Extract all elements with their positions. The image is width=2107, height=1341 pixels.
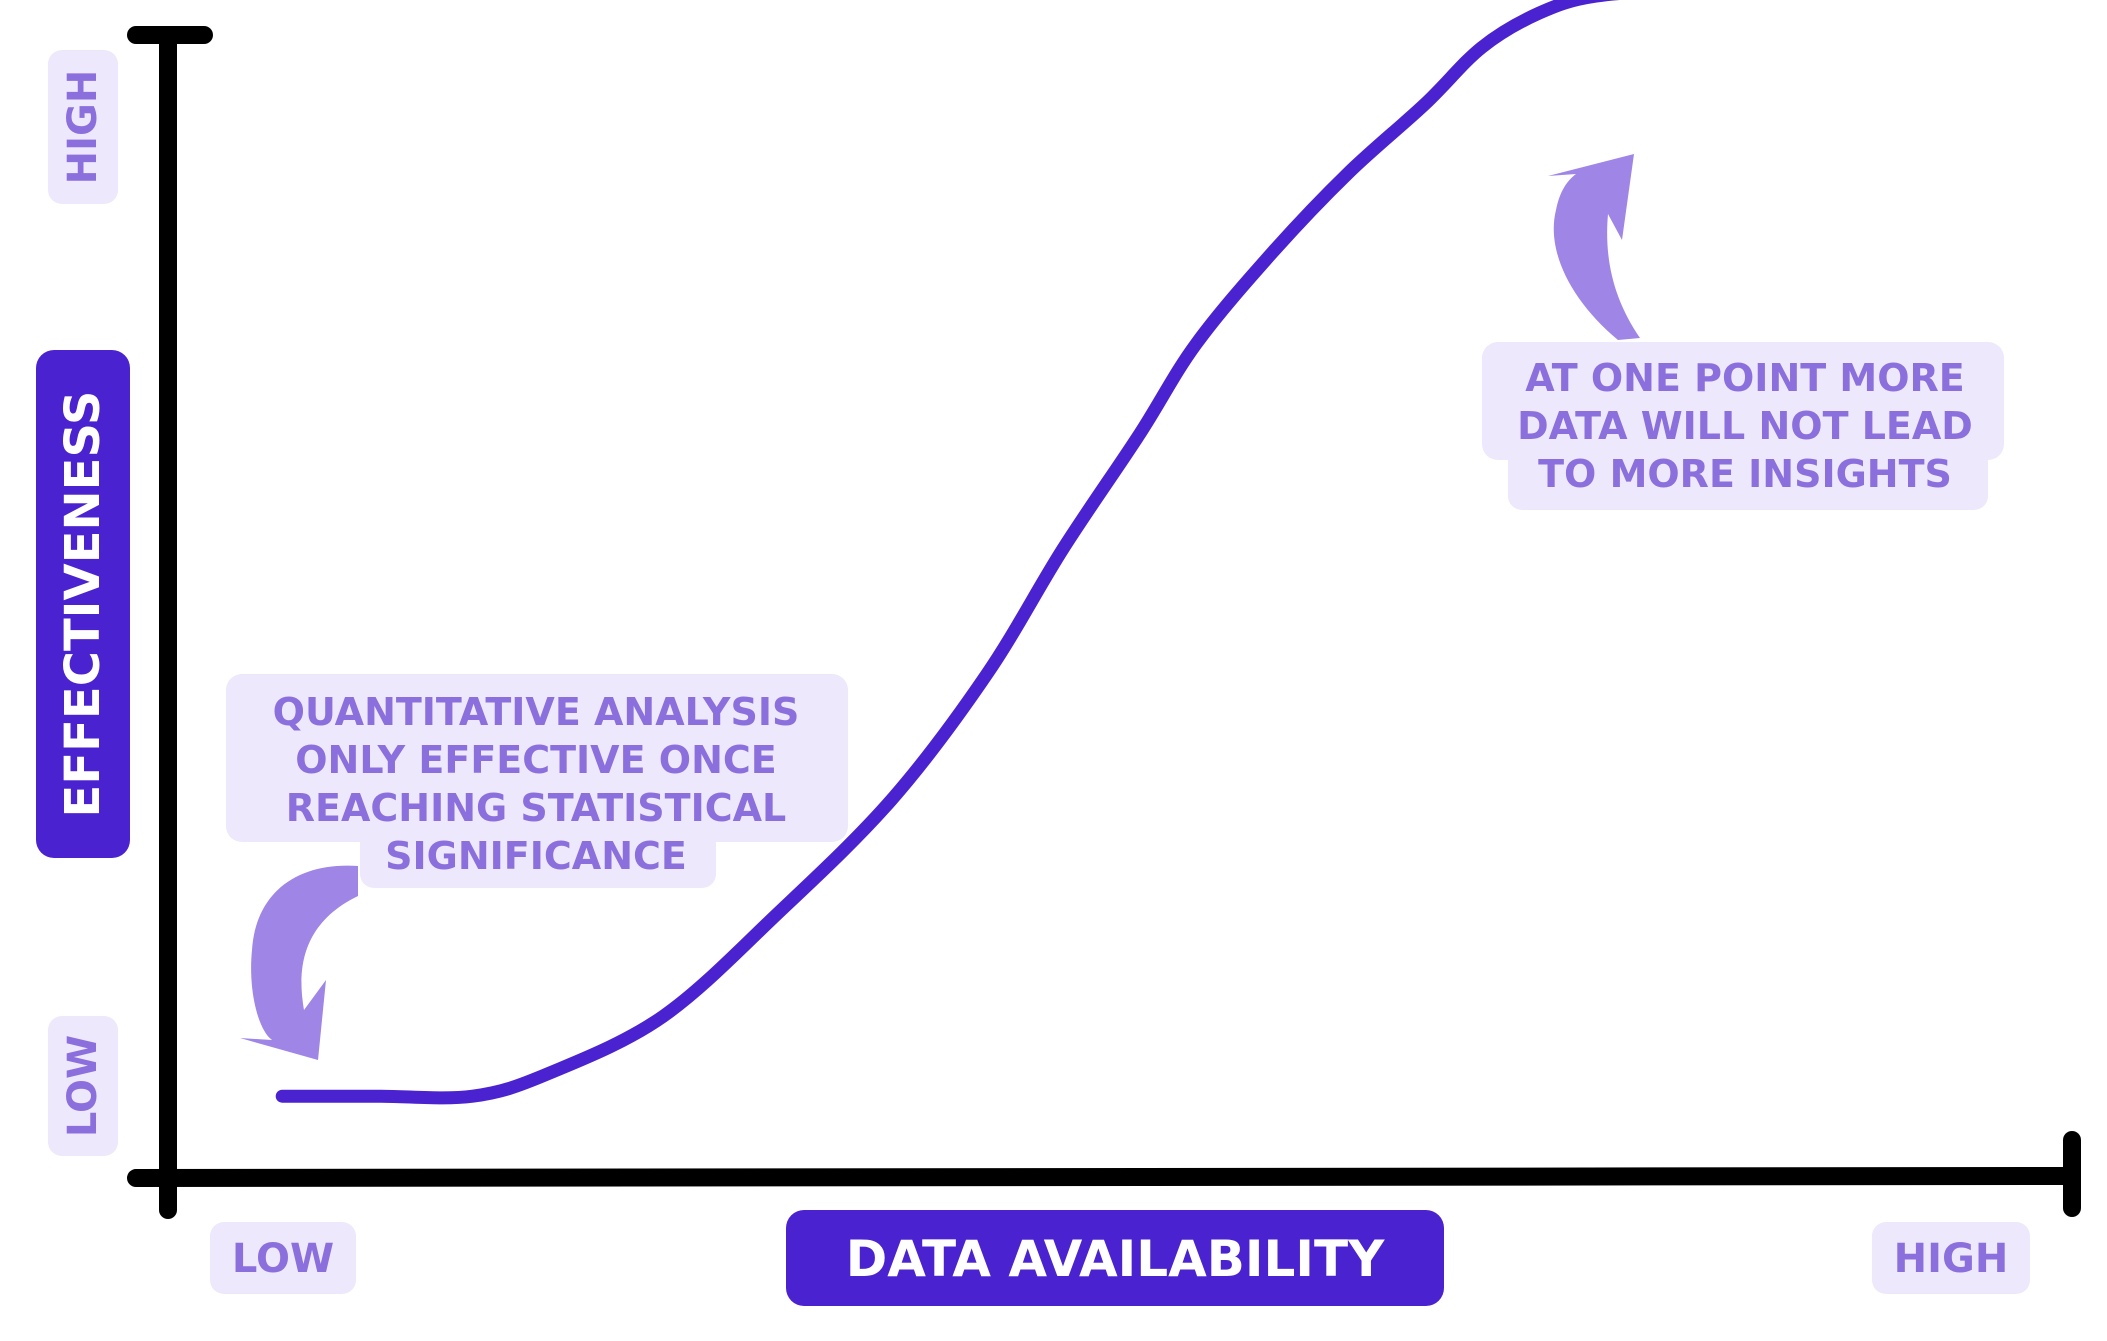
x-tick-low-label: LOW xyxy=(232,1236,334,1282)
x-tick-high-pill xyxy=(1872,1222,2030,1294)
annotation-diminishing-returns: AT ONE POINT MORE DATA WILL NOT LEAD TO … xyxy=(1482,342,2004,510)
annotation-1-line-1: QUANTITATIVE ANALYSIS xyxy=(273,690,800,734)
x-axis-label-text: DATA AVAILABILITY xyxy=(846,1230,1385,1288)
x-axis-label: DATA AVAILABILITY xyxy=(786,1210,1444,1306)
y-axis-label-pill xyxy=(36,350,130,858)
annotation-1-arrow xyxy=(240,865,358,1060)
annotation-1-box-a xyxy=(226,674,848,842)
y-tick-high: HIGH xyxy=(48,50,118,204)
annotation-statistical-significance: QUANTITATIVE ANALYSIS ONLY EFFECTIVE ONC… xyxy=(226,674,848,888)
annotation-1-line-2: ONLY EFFECTIVE ONCE xyxy=(295,738,776,782)
y-axis-label: EFFECTIVENESS xyxy=(36,350,130,858)
y-tick-low-pill xyxy=(48,1016,118,1156)
y-tick-low-label: LOW xyxy=(60,1035,106,1137)
x-tick-low: LOW xyxy=(210,1222,356,1294)
annotation-2-line-2: DATA WILL NOT LEAD xyxy=(1517,404,1973,448)
annotation-1-line-3: REACHING STATISTICAL xyxy=(286,786,786,830)
x-tick-high-label: HIGH xyxy=(1894,1236,2009,1282)
x-tick-high: HIGH xyxy=(1872,1222,2030,1294)
x-tick-low-pill xyxy=(210,1222,356,1294)
y-tick-low: LOW xyxy=(48,1016,118,1156)
x-axis-label-pill xyxy=(786,1210,1444,1306)
annotation-2-box-b xyxy=(1508,446,1988,510)
y-tick-high-pill xyxy=(48,50,118,204)
x-axis-line xyxy=(127,1167,2081,1187)
y-axis-label-text: EFFECTIVENESS xyxy=(55,391,111,818)
annotation-2-box-a xyxy=(1482,342,2004,460)
annotation-2-line-3: TO MORE INSIGHTS xyxy=(1538,452,1952,496)
annotation-2-line-1: AT ONE POINT MORE xyxy=(1525,356,1965,400)
y-tick-high-label: HIGH xyxy=(60,70,106,185)
annotation-2-arrow xyxy=(1548,154,1640,340)
annotation-1-line-4: SIGNIFICANCE xyxy=(385,834,687,878)
series-line xyxy=(275,0,1620,1105)
annotation-1-box-b xyxy=(360,820,716,888)
